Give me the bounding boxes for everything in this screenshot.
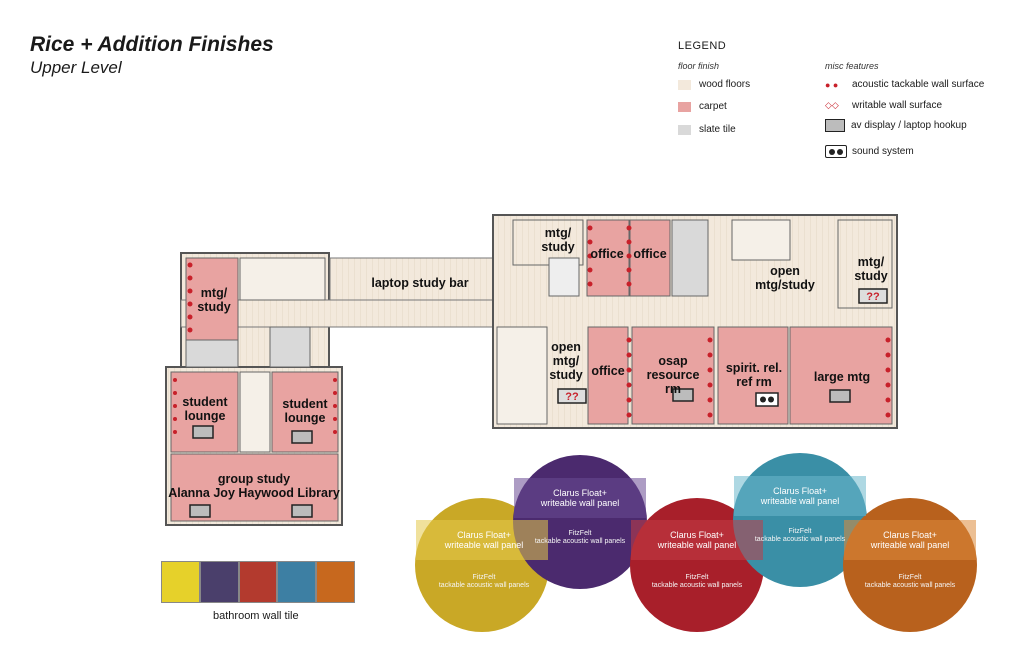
- slate-swatch: [678, 124, 691, 135]
- stair-bottom: [496, 326, 548, 425]
- red-dots-icon: ● ●: [825, 79, 839, 90]
- room-osap: [631, 326, 715, 425]
- room-office-2: [629, 219, 671, 297]
- legend-label: carpet: [699, 101, 727, 112]
- av-display-icon: [825, 119, 845, 132]
- room-spirit-rel: [717, 326, 789, 425]
- label-open-mtg-study-center: open mtg/ study: [549, 340, 583, 382]
- tile-swatch: [278, 562, 316, 602]
- panel-bottom-text: FitzFelt tackable acoustic wall panels: [651, 574, 743, 589]
- panel-bottom-text: FitzFelt tackable acoustic wall panels: [534, 530, 626, 545]
- speaker-icon: [755, 392, 779, 407]
- slate-left: [185, 339, 239, 368]
- legend-label: acoustic tackable wall surface: [852, 79, 985, 90]
- label-student-lounge-1: student lounge: [182, 395, 228, 423]
- av-displays: [189, 388, 851, 518]
- laptop-bar-area: [329, 257, 496, 301]
- legend-writable: ◇◇ writable wall surface: [825, 100, 942, 111]
- legend-label: writable wall surface: [852, 100, 943, 111]
- room-mtg-study-left: [185, 257, 239, 341]
- unknown-av-2: [858, 288, 888, 304]
- label-open-mtg-study-right: open mtg/study: [755, 264, 815, 292]
- label-mtg-study-far-right: mtg/ study: [854, 255, 888, 283]
- label-group-study: group study Alanna Joy Haywood Library: [168, 472, 340, 500]
- unknown-av-1: [557, 388, 587, 404]
- panel-top-text: Clarus Float+ writeable wall panel: [540, 488, 620, 508]
- panel-bottom-text: FitzFelt tackable acoustic wall panels: [754, 528, 846, 543]
- label-mtg-study-top: mtg/ study: [541, 226, 575, 254]
- tile-swatch: [239, 562, 277, 602]
- panel-bottom-text: FitzFelt tackable acoustic wall panels: [864, 574, 956, 589]
- diamond-line-icon: ◇◇: [825, 100, 839, 110]
- legend-acoustic: ● ● acoustic tackable wall surface: [825, 79, 984, 90]
- panel-bottom-text: FitzFelt tackable acoustic wall panels: [438, 574, 530, 589]
- stair-right: [731, 219, 791, 261]
- stair-center: [239, 371, 271, 453]
- slate-wc-left: [269, 326, 311, 368]
- page-subtitle: Upper Level: [30, 58, 122, 77]
- panel-top-text: Clarus Float+ writeable wall panel: [657, 530, 737, 550]
- panel-top-text: Clarus Float+ writeable wall panel: [444, 530, 524, 550]
- label-office-2: office: [633, 247, 667, 261]
- label-spirit-rel: spirit. rel. ref rm: [725, 361, 783, 389]
- label-office-1: office: [590, 247, 624, 261]
- label-unknown-1: ??: [565, 391, 579, 403]
- stair-left: [239, 257, 326, 301]
- slate-wc-right: [671, 219, 709, 297]
- legend-av: av display / laptop hookup: [825, 119, 967, 132]
- legend-floor-heading: floor finish: [678, 61, 720, 71]
- legend-carpet: carpet: [678, 101, 727, 112]
- tile-swatch: [200, 562, 238, 602]
- speaker-icon: [825, 145, 847, 158]
- room-office-1: [586, 219, 630, 297]
- legend-label: av display / laptop hookup: [851, 120, 967, 131]
- room-large-mtg: [789, 326, 893, 425]
- panel-top-text: Clarus Float+ writeable wall panel: [870, 530, 950, 550]
- legend-label: wood floors: [699, 79, 751, 90]
- label-unknown-2: ??: [866, 291, 880, 303]
- acoustic-dots: [173, 225, 891, 434]
- tile-caption: bathroom wall tile: [213, 610, 299, 622]
- legend-sound: sound system: [825, 145, 914, 158]
- legend-label: slate tile: [699, 124, 736, 135]
- legend-label: sound system: [852, 146, 914, 157]
- label-laptop-study-bar: laptop study bar: [371, 276, 469, 290]
- legend-misc-heading: misc features: [825, 61, 879, 71]
- legend-title: LEGEND: [678, 40, 727, 52]
- legend-wood-floors: wood floors: [678, 79, 750, 90]
- elevator: [548, 257, 580, 297]
- label-student-lounge-2: student lounge: [282, 397, 328, 425]
- page-title: Rice + Addition Finishes: [30, 33, 274, 56]
- bathroom-tile-strip: [161, 561, 355, 603]
- label-large-mtg: large mtg: [813, 370, 871, 384]
- legend-slate-tile: slate tile: [678, 124, 736, 135]
- panel-circle-orange: [843, 498, 977, 632]
- tile-swatch: [317, 562, 354, 602]
- room-office-3: [587, 326, 629, 425]
- panel-top-text: Clarus Float+ writeable wall panel: [760, 486, 840, 506]
- tile-swatch: [162, 562, 199, 602]
- label-office-3: office: [591, 364, 625, 378]
- label-mtg-study-left: mtg/ study: [197, 286, 231, 314]
- carpet-swatch: [678, 101, 691, 112]
- wood-floor-swatch: [678, 79, 691, 90]
- label-osap-resource: osap resource rm: [646, 354, 700, 396]
